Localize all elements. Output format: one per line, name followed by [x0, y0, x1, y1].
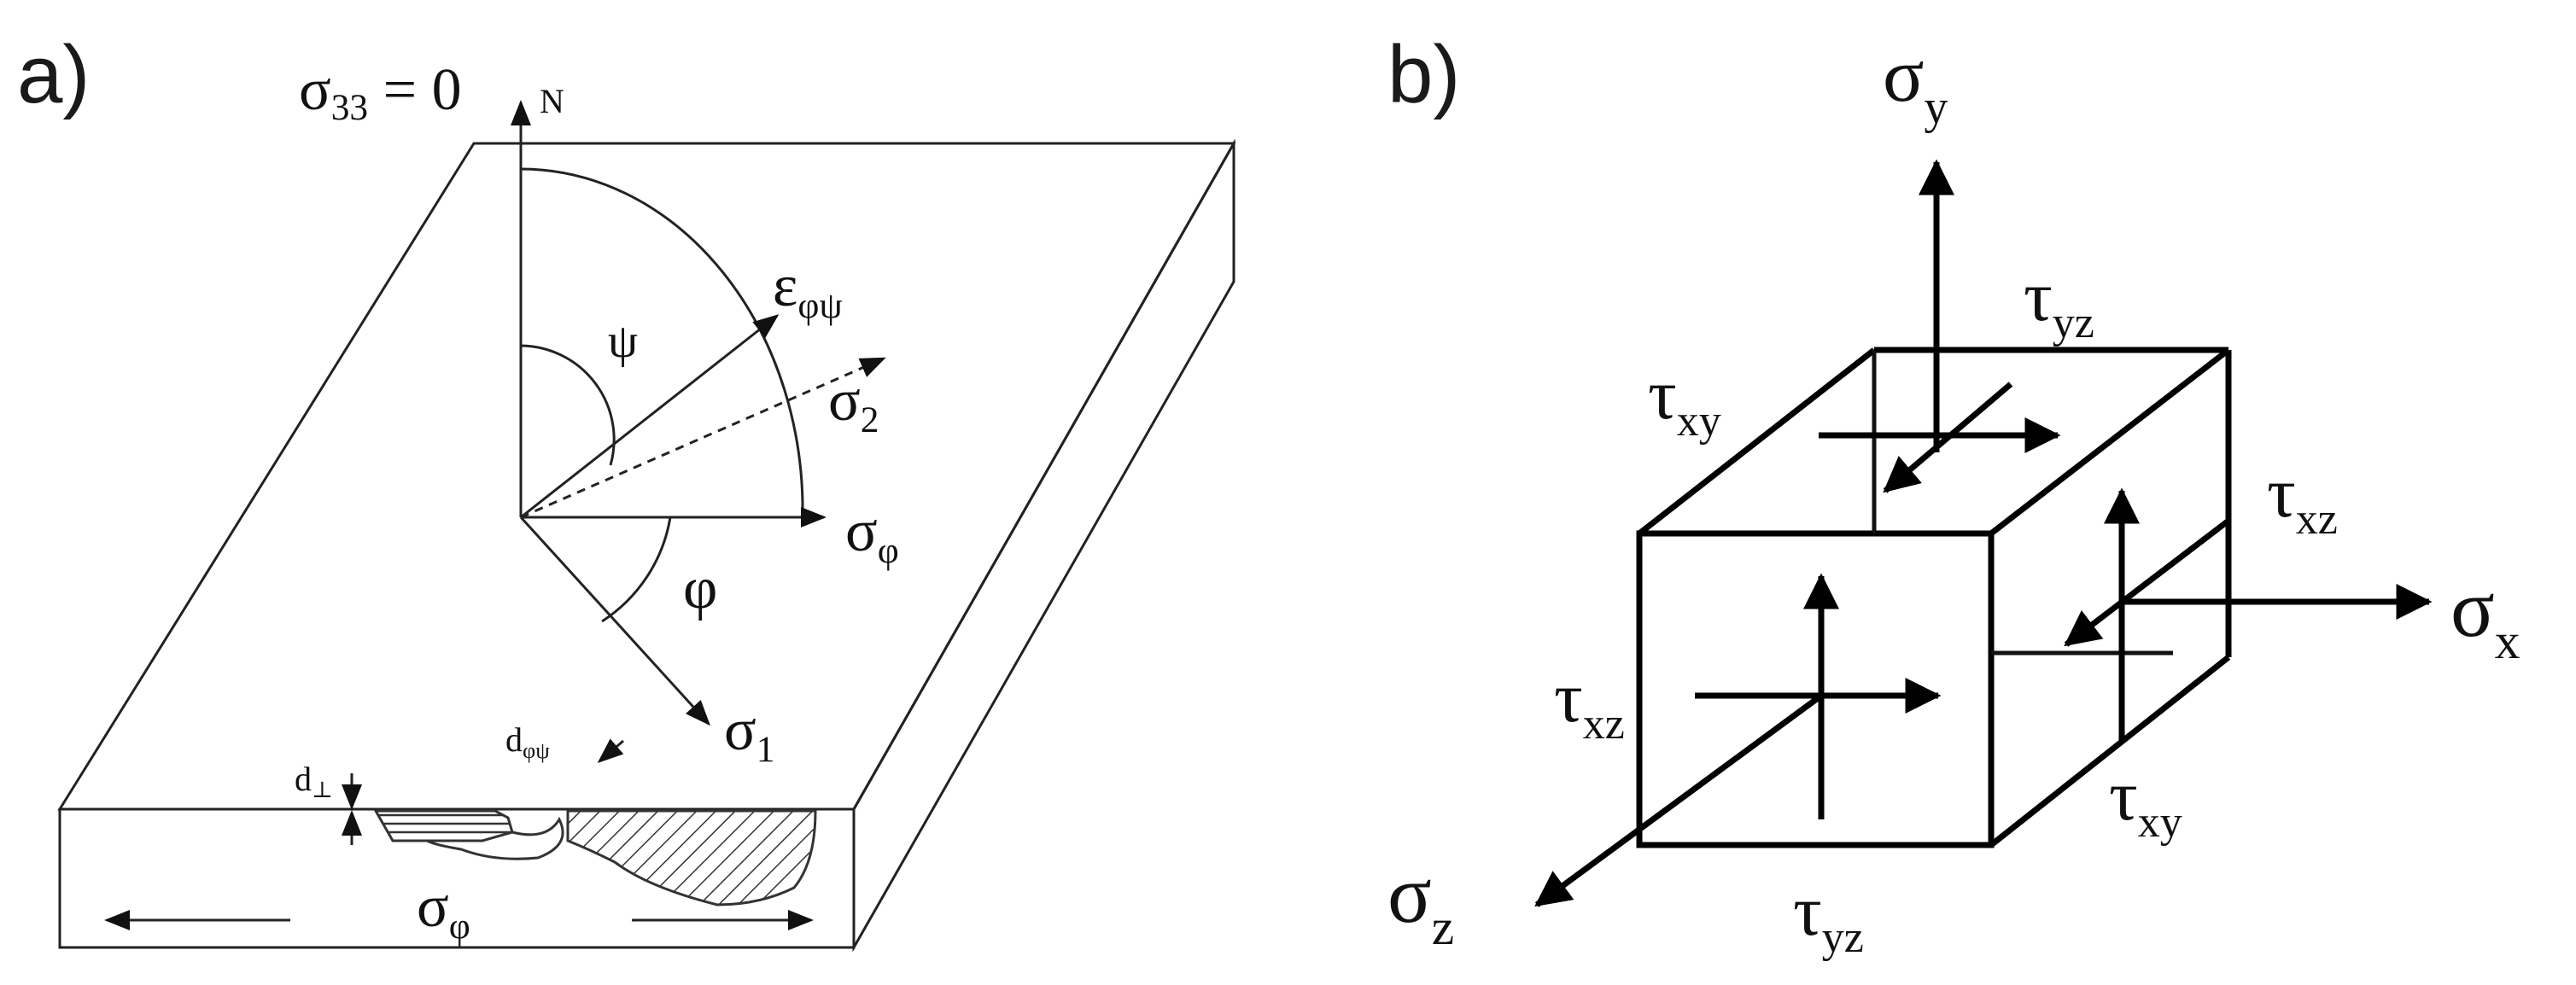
measurement-arc: [520, 167, 804, 518]
sigma-z-label: σz: [1387, 848, 1454, 955]
tau-xy-bottom-label: τxy: [2109, 756, 2182, 847]
sigma-y-label: σy: [1883, 33, 1948, 134]
panel-a-label: a): [17, 29, 90, 120]
sigma33-label: σ33 = 0: [299, 57, 462, 128]
sigma1-vector: [519, 516, 711, 726]
hatched-zone: [566, 809, 817, 906]
weld-cross-section: [373, 809, 817, 906]
tau-xz-left-label: τxz: [1554, 658, 1625, 749]
phi-label: φ: [683, 556, 717, 621]
right-face-shear-z-arrow: [2064, 518, 2231, 647]
psi-angle-arc: [520, 344, 616, 466]
sigma-x-label: σx: [2450, 562, 2521, 669]
cube-edge-top-right: [1989, 347, 2231, 536]
tau-xy-left-label: τxy: [1648, 355, 1721, 446]
slab-right-face: [852, 138, 1235, 953]
panel-a: a) N σ33 = 0 ψ εφψ σ2 σφ: [17, 29, 1236, 953]
tau-xz-right-label: τxz: [2267, 453, 2338, 544]
tau-yz-bottom-label: τyz: [1793, 871, 1864, 962]
sigma-phi-label: σφ: [845, 498, 899, 571]
psi-label: ψ: [608, 315, 638, 368]
weld-outline: [426, 816, 564, 860]
weld-bead: [373, 809, 514, 842]
sigma-z-arrow: [1534, 693, 1824, 907]
d-phipsi-label: dφψ: [505, 720, 550, 763]
stress-cube: [1636, 347, 2232, 848]
top-face-shear-z-arrow: [1883, 382, 2013, 493]
sigma1-label: σ1: [724, 697, 774, 770]
cube-edge-top-left: [1637, 347, 1877, 536]
d-phipsi-arrow: [597, 738, 624, 763]
sigma-phi-bottom-label: σφ: [417, 874, 470, 947]
panel-b: b) σy τyz τxy τxz σx τxz σz: [1387, 29, 2521, 962]
epsilon-vector: [520, 314, 780, 519]
normal-label: N: [540, 82, 564, 120]
slab-top-face: [57, 142, 1236, 811]
sigma2-label: σ2: [828, 368, 879, 440]
phi-angle-arc: [601, 516, 672, 623]
d-perp-label: d⊥: [295, 760, 333, 802]
panel-b-label: b): [1387, 29, 1460, 120]
tau-yz-top-label: τyz: [2024, 257, 2094, 347]
epsilon-label: εφψ: [773, 254, 843, 326]
specimen-slab: [57, 138, 1236, 953]
sigma2-vector: [520, 357, 886, 519]
cube-edge-bottom-right: [1989, 655, 2231, 848]
cube-front-face: [1636, 530, 1995, 848]
